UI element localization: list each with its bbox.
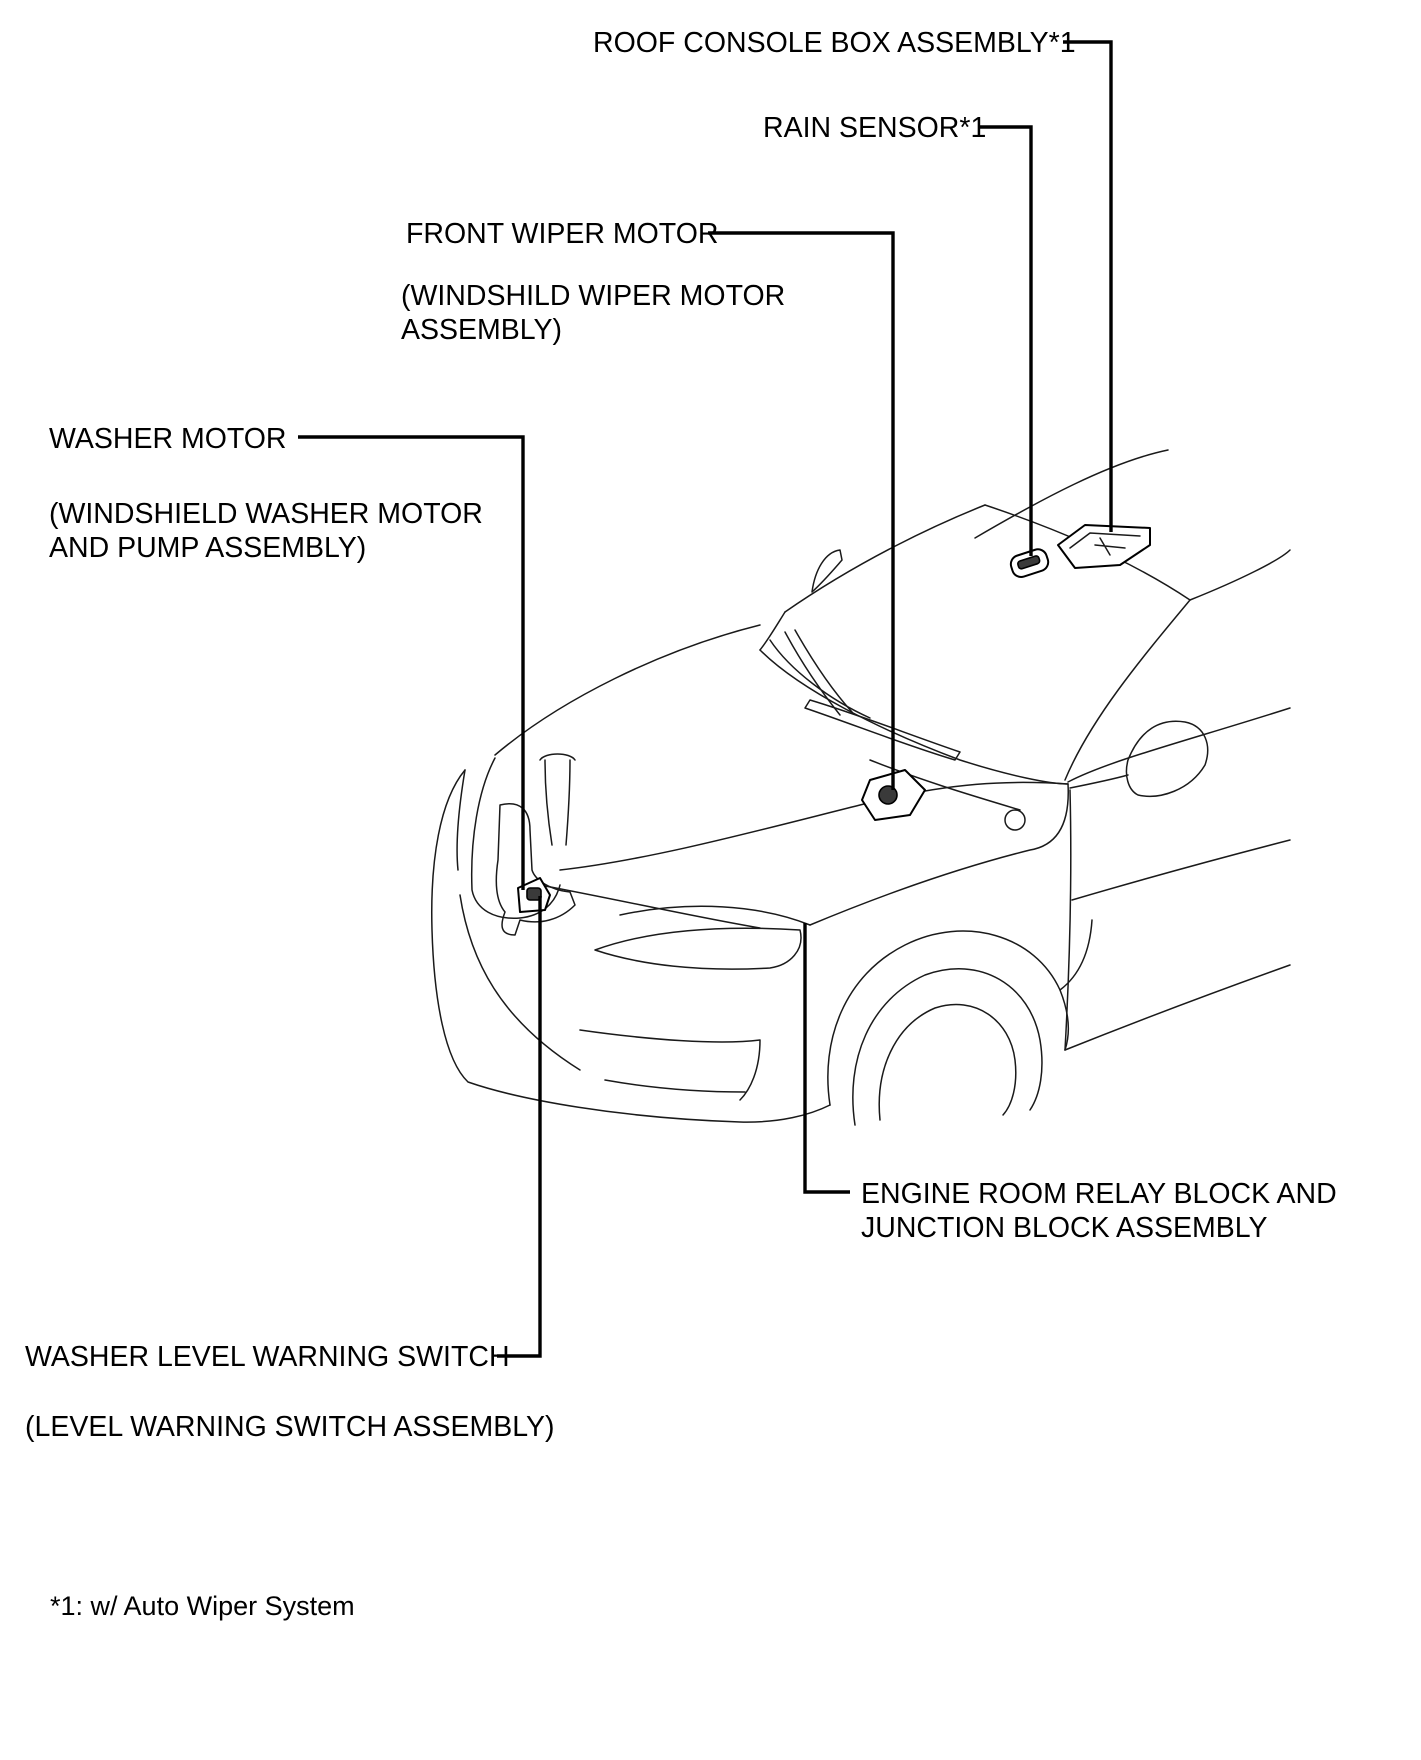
lower-grille [579,1029,761,1101]
wiper-pivot [1004,809,1026,831]
leader-front-wiper-motor [708,231,895,790]
side-window [1067,707,1291,783]
tire-inner [878,1003,1017,1121]
footnote-auto-wiper: *1: w/ Auto Wiper System [50,1591,355,1621]
hood-left-edge [456,769,466,871]
windshield-left-edge [759,611,786,651]
rear-window-line [1189,549,1291,601]
label-engine-room-relay-1: ENGINE ROOM RELAY BLOCK AND [861,1178,1337,1210]
rain-sensor-lens [1017,555,1041,570]
wheel-arch [827,930,1070,1106]
leader-roof-console [1063,40,1113,532]
leader-washer-motor [298,435,525,890]
label-engine-room-relay-2: JUNCTION BLOCK ASSEMBLY [861,1212,1268,1244]
hood-front-edge [494,624,761,756]
a-pillar [1064,599,1191,781]
rocker-line [1064,964,1291,1051]
fender-seam [1059,919,1093,991]
windshield-top-edge [784,504,986,613]
label-front-wiper-motor-sub-1: (WINDSHILD WIPER MOTOR [401,280,785,312]
leader-lines [298,40,1113,1358]
label-roof-console-box: ROOF CONSOLE BOX ASSEMBLY*1 [593,27,1076,59]
door-line [1064,789,1072,1051]
leader-engine-room [803,923,850,1194]
washer-tank [495,803,576,936]
washer-level-switch-part [526,887,542,901]
fender-line [809,783,1069,926]
right-mirror [1125,720,1209,797]
cowl-lower [769,639,871,719]
fog-lamp-bezel [604,1079,746,1093]
headlamp-upper [619,905,811,926]
washer-tank-filler [539,753,576,846]
label-washer-level-warning-switch: WASHER LEVEL WARNING SWITCH [25,1341,510,1373]
bumper-outline [431,769,831,1123]
wiper-link-rod [869,759,1021,811]
label-rain-sensor: RAIN SENSOR*1 [763,112,986,144]
leader-rain-sensor [980,125,1033,556]
leader-washer-level [497,896,542,1358]
roof-line [974,449,1169,539]
label-front-wiper-motor-sub-2: ASSEMBLY) [401,314,562,346]
vehicle-front-view-drawing [431,449,1291,1126]
callout-labels: ROOF CONSOLE BOX ASSEMBLY*1 RAIN SENSOR*… [25,27,1337,1621]
label-level-warning-switch-assembly: (LEVEL WARNING SWITCH ASSEMBLY) [25,1411,554,1443]
label-front-wiper-motor: FRONT WIPER MOTOR [406,218,718,250]
hood-crease [559,781,1069,871]
wiper-motor-hub [878,785,898,805]
roof-console-detail [1069,532,1141,556]
left-mirror [811,549,843,593]
label-washer-motor: WASHER MOTOR [49,423,287,455]
label-washer-motor-sub-2: AND PUMP ASSEMBLY) [49,532,366,564]
right-mirror-arm [1069,774,1129,789]
cowl-line [759,649,1069,785]
body-side-line [1071,839,1291,901]
label-washer-motor-sub-1: (WINDSHIELD WASHER MOTOR [49,498,483,530]
components [517,524,1151,913]
tire-outer [852,968,1043,1126]
headlamp [594,927,802,970]
spindle-grille-lower [459,894,581,1071]
wiper-blade [804,699,961,761]
